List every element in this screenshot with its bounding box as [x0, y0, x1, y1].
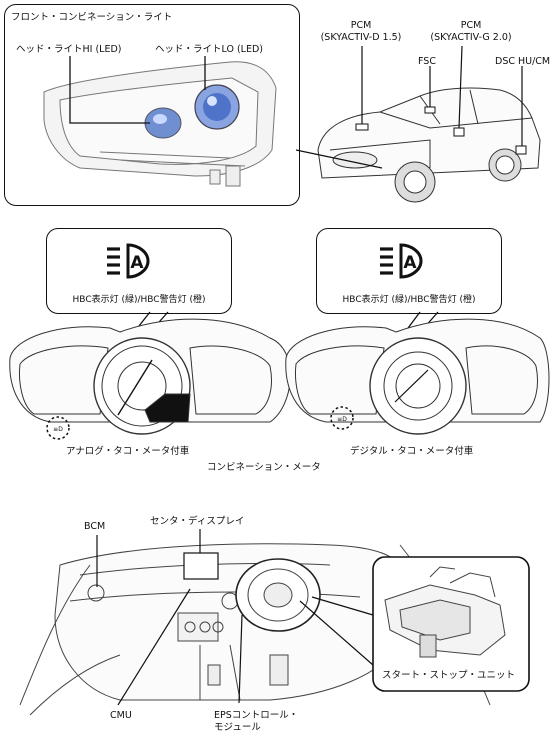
pcm-g-line2: (SKYACTIV-G 2.0): [430, 32, 512, 43]
headlight-lo-lens: [194, 84, 240, 130]
analog-meter-label: アナログ・タコ・メータ付車: [66, 446, 190, 457]
headlight-hi-lens: [144, 107, 182, 139]
hbc-icon-letter-left: A: [130, 253, 144, 273]
interior-illustration: [19, 529, 530, 716]
headlight-leader-lines: [69, 56, 206, 124]
meter-illustration: A A ≡D: [9, 243, 550, 440]
pcm-d-line2: (SKYACTIV-D 1.5): [320, 32, 402, 43]
hbc-label-right: HBC表示灯 (緑)/HBC警告灯 (橙): [342, 295, 476, 305]
combination-meter-label: コンビネーション・メータ: [207, 462, 321, 473]
hbc-icon-letter-right: A: [403, 253, 417, 273]
hbc-callout-box-left: [46, 228, 232, 314]
interior-leader-lines: [96, 529, 374, 706]
hbc-icon-right: [380, 243, 423, 279]
eps-line2: モジュール: [214, 722, 261, 733]
car-drawing: [317, 87, 541, 203]
pcm-d-line1: PCM: [350, 20, 372, 31]
dsc-label: DSC HU/CM: [495, 56, 551, 67]
headlight-lo-label: ヘッド・ライトLO (LED): [155, 44, 263, 55]
eps-label: EPSコントロール・ モジュール: [214, 710, 298, 734]
headlight-hi-label: ヘッド・ライトHI (LED): [16, 44, 122, 55]
digital-meter-label: デジタル・タコ・メータ付車: [350, 446, 474, 457]
bcm-label: BCM: [84, 521, 106, 532]
top-illustration: [43, 45, 541, 203]
fsc-label: FSC: [418, 56, 436, 67]
pcm-d-label: PCM (SKYACTIV-D 1.5): [316, 20, 406, 44]
pcm-g-label: PCM (SKYACTIV-G 2.0): [426, 20, 516, 44]
eps-line1: EPSコントロール・: [214, 710, 299, 721]
center-display-label: センタ・ディスプレイ: [150, 516, 245, 527]
hbc-callout-box-right: [316, 228, 502, 314]
cmu-label: CMU: [110, 710, 132, 721]
digital-hbc-indicator-mark: ≡D: [337, 416, 347, 423]
hbc-icon-left: [107, 243, 150, 279]
front-combination-light-label: フロント・コンビネーション・ライト: [11, 12, 173, 23]
digital-meter-cluster: [285, 318, 550, 435]
analog-hbc-indicator-ring: [46, 416, 70, 440]
digital-hbc-indicator-ring: [330, 406, 354, 430]
analog-hbc-indicator-mark: ≡D: [53, 426, 63, 433]
hbc-label-left: HBC表示灯 (緑)/HBC警告灯 (橙): [72, 295, 206, 305]
start-stop-unit-label: スタート・ストップ・ユニット: [382, 670, 516, 681]
dashboard-drawing: [19, 543, 491, 716]
analog-meter-cluster: [9, 318, 291, 435]
start-stop-unit-drawing: [384, 566, 506, 658]
pcm-g-line1: PCM: [460, 20, 482, 31]
car-leader-lines: [295, 45, 523, 169]
